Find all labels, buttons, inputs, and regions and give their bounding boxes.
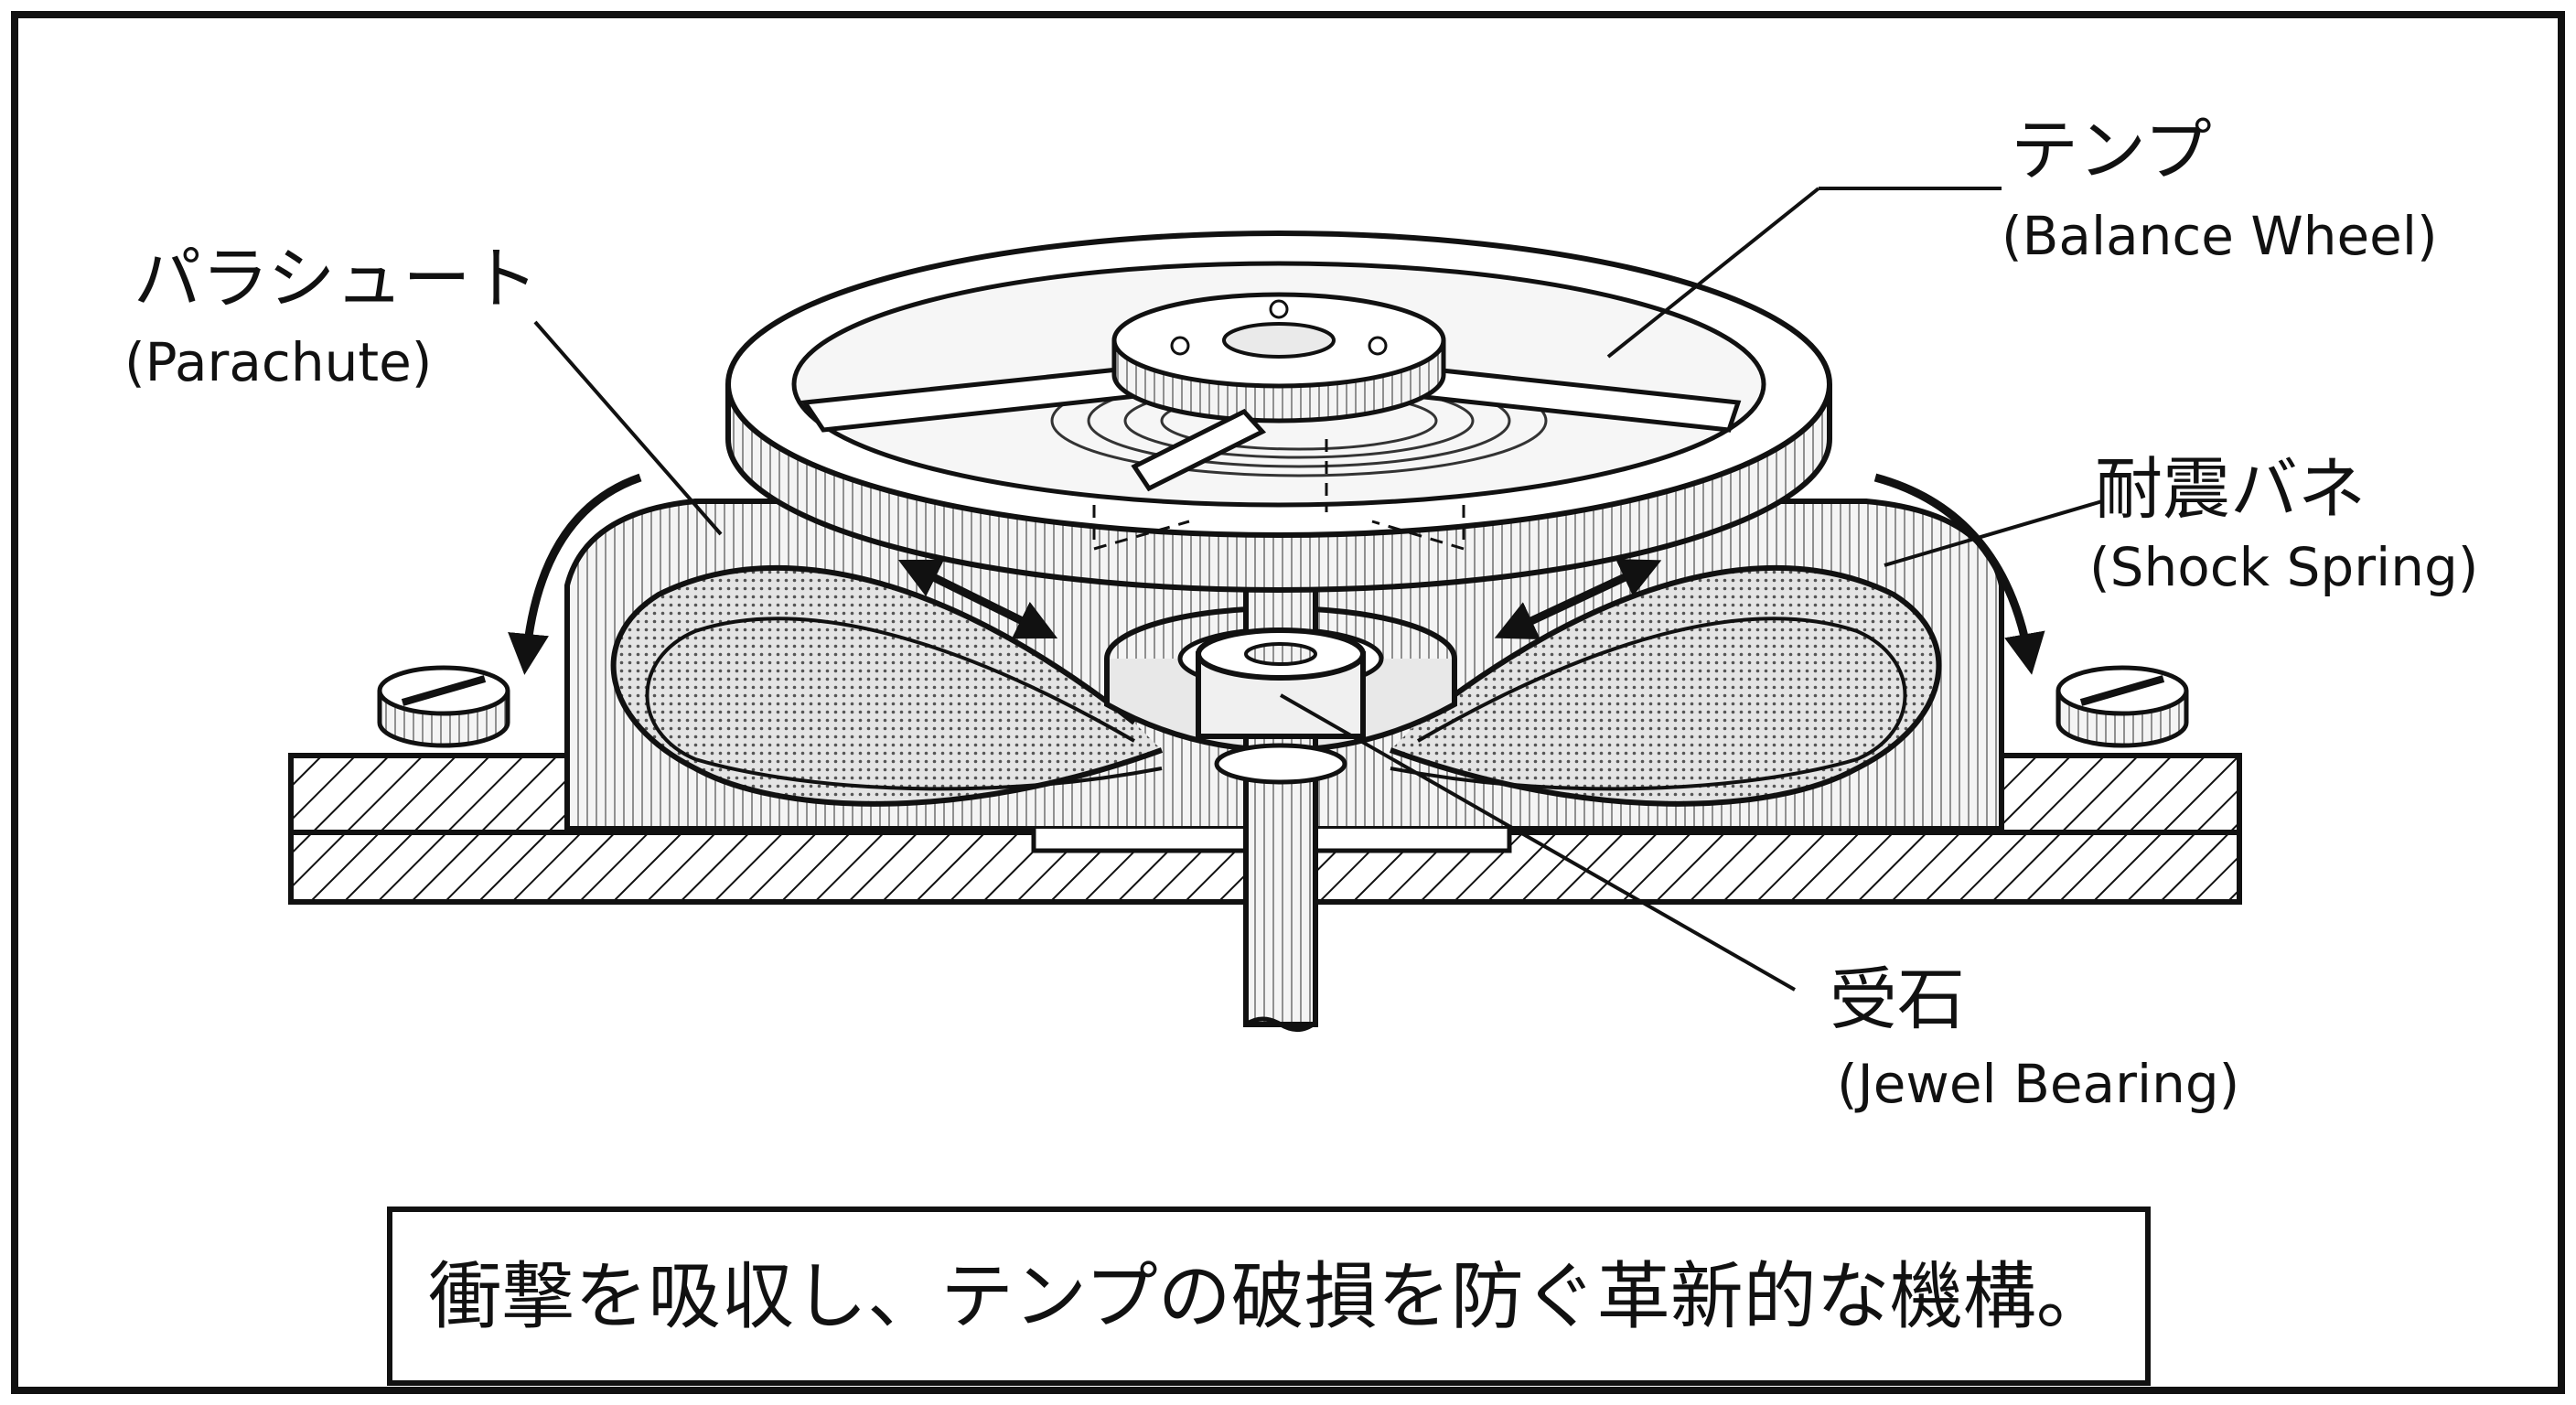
jewel-bearing-label-jp: 受石 [1830, 960, 1965, 1039]
outer-frame [11, 11, 2565, 1394]
leader-lines [533, 187, 2103, 992]
parachute-label-jp: パラシュート [134, 240, 539, 318]
balance-wheel-label-jp: テンプ [2011, 112, 2212, 190]
balance-arbor [1243, 546, 1318, 1032]
shock-spring [610, 564, 1942, 807]
label-parachute: パラシュート (Parachute) [124, 240, 539, 393]
parachute-label-en: (Parachute) [124, 331, 432, 393]
caption-box: 衝撃を吸収し、テンプの破損を防ぐ革新的な機構。 [387, 1207, 2151, 1386]
balance-wheel [725, 231, 1832, 593]
label-balance-wheel: テンプ (Balance Wheel) [2002, 112, 2438, 267]
balance-wheel-label-en: (Balance Wheel) [2002, 205, 2438, 267]
jewel-bearing [1196, 627, 1366, 785]
label-jewel-bearing: 受石 (Jewel Bearing) [1830, 960, 2239, 1115]
jewel-bearing-label-en: (Jewel Bearing) [1837, 1053, 2239, 1115]
deflection-arrow-icon [508, 473, 2045, 675]
shock-spring-label-en: (Shock Spring) [2089, 536, 2478, 598]
motion-arrow-icon [897, 559, 1662, 639]
screw-left-icon [377, 665, 510, 748]
screw-right-icon [2055, 665, 2189, 748]
label-shock-spring: 耐震バネ (Shock Spring) [2089, 450, 2478, 598]
caption-text: 衝撃を吸収し、テンプの破損を防ぐ革新的な機構。 [428, 1254, 2109, 1339]
shock-spring-label-jp: 耐震バネ [2095, 450, 2366, 529]
